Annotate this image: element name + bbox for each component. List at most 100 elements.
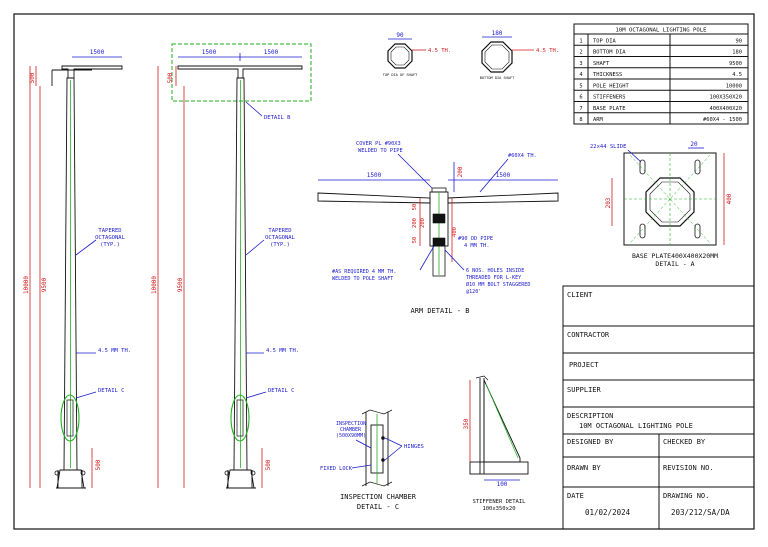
svg-text:4.5 MM TH.: 4.5 MM TH. bbox=[266, 348, 299, 354]
spec-row-value: 400X400X20 bbox=[710, 106, 742, 112]
svg-text:203: 203 bbox=[605, 197, 612, 208]
svg-text:HINGES: HINGES bbox=[404, 444, 424, 450]
svg-text:100: 100 bbox=[497, 481, 508, 488]
svg-text:50: 50 bbox=[412, 204, 418, 211]
tb-client: CLIENT bbox=[567, 291, 593, 299]
spec-row-no: 1 bbox=[579, 38, 582, 44]
tb-drawing-no: 203/212/SA/DA bbox=[671, 508, 730, 517]
svg-text:WELDED TO PIPE: WELDED TO PIPE bbox=[358, 148, 403, 154]
svg-text:1500: 1500 bbox=[367, 172, 382, 179]
detail-c-marker bbox=[60, 394, 80, 442]
bottom-section: 180 4.5 TH. BOTTOM DIA SHAFT bbox=[480, 30, 560, 80]
svg-text:INSPECTION CHAMBER: INSPECTION CHAMBER bbox=[340, 493, 417, 501]
spec-row-item: POLE HEIGHT bbox=[593, 83, 629, 89]
spec-row-value: 10000 bbox=[726, 83, 742, 89]
spec-row-value: 4.5 bbox=[732, 72, 742, 78]
spec-row-item: BASE PLATE bbox=[593, 106, 625, 112]
svg-text:4.5 TH.: 4.5 TH. bbox=[536, 48, 559, 54]
svg-text:200: 200 bbox=[420, 218, 426, 228]
spec-row-no: 4 bbox=[579, 72, 582, 78]
spec-row-value: 9500 bbox=[729, 61, 742, 67]
svg-text:400: 400 bbox=[726, 193, 733, 204]
svg-text:TOP DIA OF SHAFT: TOP DIA OF SHAFT bbox=[383, 73, 418, 77]
svg-text:20: 20 bbox=[690, 141, 698, 148]
spec-row-value: 180 bbox=[732, 50, 742, 56]
svg-text:INSPECTION: INSPECTION bbox=[336, 421, 366, 427]
pole-right-detail-b: DETAIL B bbox=[264, 115, 291, 121]
svg-text:50: 50 bbox=[412, 237, 418, 244]
pole-left-height-dim: 10000 bbox=[23, 276, 30, 294]
svg-text:STIFFENER DETAIL: STIFFENER DETAIL bbox=[473, 499, 527, 505]
svg-text:500: 500 bbox=[167, 72, 174, 83]
svg-text:FIXED LOCK: FIXED LOCK bbox=[320, 466, 353, 472]
svg-text:(TYP.): (TYP.) bbox=[100, 242, 120, 248]
tb-date-label: DATE bbox=[567, 492, 584, 500]
top-section: 90 4.5 TH. TOP DIA OF SHAFT bbox=[383, 32, 452, 77]
pole-right-arm-right: 1500 bbox=[264, 49, 279, 56]
svg-text:(TYP.): (TYP.) bbox=[270, 242, 290, 248]
svg-text:@120': @120' bbox=[466, 289, 481, 295]
svg-text:(500X90MM): (500X90MM) bbox=[336, 433, 366, 439]
svg-text:CHAMBER: CHAMBER bbox=[340, 427, 362, 433]
svg-text:BOTTOM DIA SHAFT: BOTTOM DIA SHAFT bbox=[480, 76, 515, 80]
spec-row-no: 8 bbox=[579, 117, 582, 123]
svg-text:DETAIL C: DETAIL C bbox=[268, 388, 295, 394]
tb-drawing-label: DRAWING NO. bbox=[663, 492, 709, 500]
svg-text:200: 200 bbox=[457, 166, 464, 177]
spec-table-title: 10M OCTAGONAL LIGHTING POLE bbox=[616, 28, 708, 34]
svg-text:22x44 SLIDE: 22x44 SLIDE bbox=[590, 144, 626, 150]
svg-text:100x350x20: 100x350x20 bbox=[482, 506, 515, 512]
svg-text:BASE PLATE400X400X20MM: BASE PLATE400X400X20MM bbox=[632, 252, 718, 260]
svg-text:4 MM TH.: 4 MM TH. bbox=[464, 243, 490, 249]
spec-row-no: 5 bbox=[579, 83, 582, 89]
svg-text:350: 350 bbox=[463, 418, 470, 429]
spec-row-item: TOP DIA bbox=[593, 38, 616, 44]
pole-left: 1500 500 10000 9500 500 TAPERED OCTAGONA… bbox=[23, 49, 131, 489]
svg-text:90: 90 bbox=[396, 32, 404, 39]
svg-text:1500: 1500 bbox=[496, 172, 511, 179]
spec-row-item: THICKNESS bbox=[593, 72, 622, 78]
svg-text:OCTAGONAL: OCTAGONAL bbox=[95, 235, 125, 241]
sheet-border bbox=[13, 13, 755, 530]
svg-text:6 NOS. HOLES INSIDE: 6 NOS. HOLES INSIDE bbox=[466, 268, 524, 274]
tb-project: PROJECT bbox=[569, 361, 599, 369]
pole-left-thickness: 4.5 MM TH. bbox=[98, 348, 131, 354]
tb-drawn-by: DRAWN BY bbox=[567, 464, 602, 472]
svg-text:THREADED FOR L-KEY: THREADED FOR L-KEY bbox=[466, 275, 521, 281]
svg-text:TAPERED: TAPERED bbox=[98, 228, 121, 234]
inspection-detail-c: INSPECTION CHAMBER (500X90MM) HINGES FIX… bbox=[320, 409, 424, 511]
svg-text:200: 200 bbox=[412, 218, 418, 228]
pole-right-height-dim: 10000 bbox=[151, 276, 158, 294]
svg-text:#60X4 TH.: #60X4 TH. bbox=[508, 153, 537, 159]
detail-b-marker bbox=[171, 43, 312, 102]
tb-date: 01/02/2024 bbox=[585, 508, 631, 517]
svg-text:TAPERED: TAPERED bbox=[268, 228, 291, 234]
pole-left-shaft-dim: 9500 bbox=[41, 277, 48, 292]
pole-left-detail-c: DETAIL C bbox=[98, 388, 125, 394]
tb-contractor: CONTRACTOR bbox=[567, 331, 610, 339]
svg-text:400: 400 bbox=[452, 227, 458, 237]
svg-text:#AS REQUIRED 4 MM TH.: #AS REQUIRED 4 MM TH. bbox=[332, 269, 396, 275]
tb-revision: REVISION NO. bbox=[663, 464, 714, 472]
pole-left-top-dim: 500 bbox=[29, 72, 36, 83]
spec-row-no: 2 bbox=[579, 50, 582, 56]
pole-left-base-dim: 500 bbox=[95, 459, 102, 470]
spec-row-item: STIFFENERS bbox=[593, 95, 625, 101]
title-block: CLIENT CONTRACTOR PROJECT SUPPLIER DESCR… bbox=[562, 285, 755, 530]
arm-detail-caption: ARM DETAIL - B bbox=[410, 307, 469, 315]
pole-right-arm-left: 1500 bbox=[202, 49, 217, 56]
pole-right: 1500 1500 500 10000 9500 500 DETAIL B TA… bbox=[151, 43, 312, 489]
spec-row-item: SHAFT bbox=[593, 61, 610, 67]
spec-row-value: 100X350X20 bbox=[710, 95, 742, 101]
svg-text:Ø10 MM BOLT STAGGERED: Ø10 MM BOLT STAGGERED bbox=[466, 281, 530, 288]
tb-checked-by: CHECKED BY bbox=[663, 438, 706, 446]
spec-row-no: 6 bbox=[579, 95, 582, 101]
svg-text:DETAIL - C: DETAIL - C bbox=[357, 503, 399, 511]
stiffener-detail: 350 100 STIFFENER DETAIL 100x350x20 bbox=[463, 375, 529, 512]
arm-detail-b: 1500 1500 200 50 200 50 200 400 COVER PL… bbox=[317, 141, 559, 315]
svg-text:DETAIL - A: DETAIL - A bbox=[655, 260, 694, 268]
tb-designed-by: DESIGNED BY bbox=[567, 438, 614, 446]
spec-row-no: 7 bbox=[579, 106, 582, 112]
